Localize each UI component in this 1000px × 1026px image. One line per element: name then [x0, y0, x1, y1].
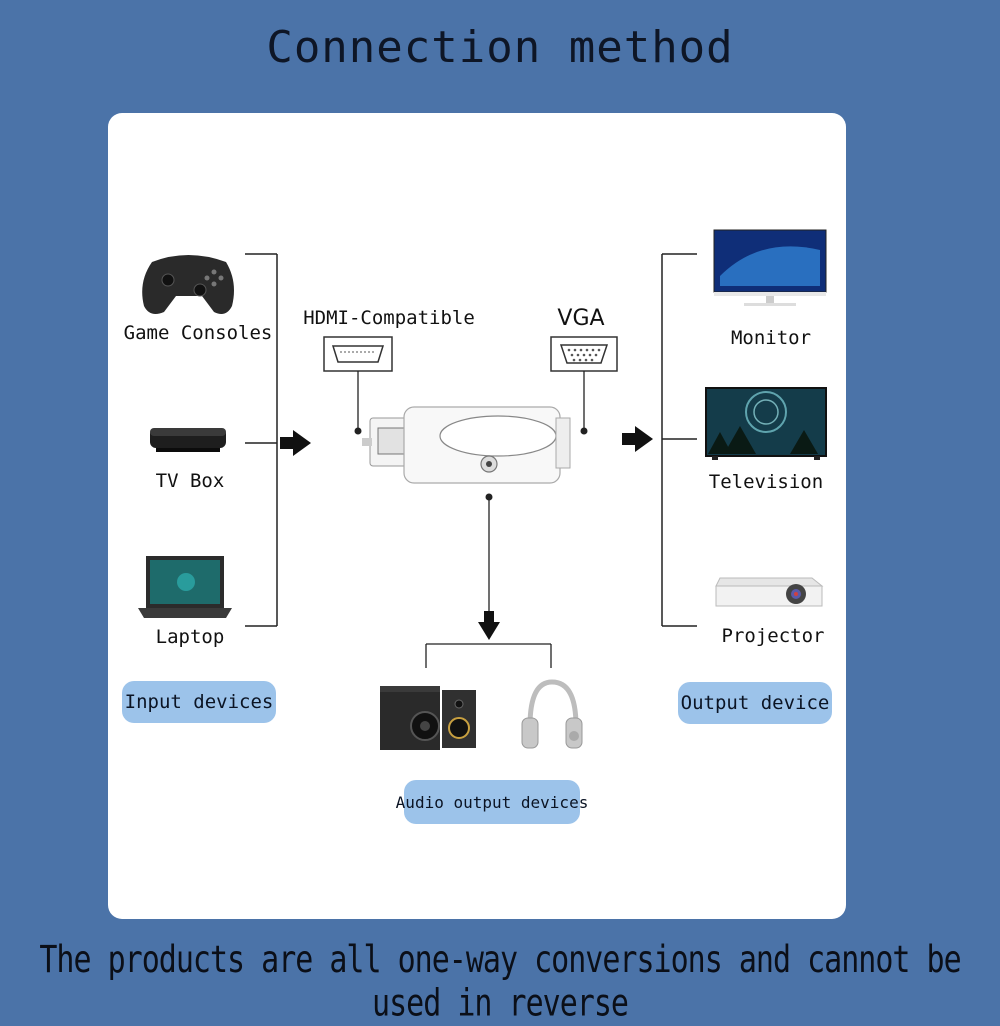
arrow-right-icon — [622, 426, 653, 452]
hdmi-port-icon — [323, 336, 393, 435]
television-label: Television — [708, 471, 824, 493]
audio-output-devices-label: Audio output devices — [396, 780, 588, 824]
speakers-icon — [380, 686, 476, 750]
page-title: Connection method — [266, 22, 734, 73]
tv-box-label: TV Box — [155, 470, 225, 492]
vga-port-icon — [550, 336, 618, 435]
monitor-icon — [713, 229, 827, 306]
hdmi-compatible-label: HDMI-Compatible — [303, 307, 475, 329]
game-consoles-label: Game Consoles — [123, 322, 273, 344]
output-device-label: Output device — [678, 682, 832, 724]
input-bracket — [245, 253, 278, 627]
game-controller-icon — [142, 255, 234, 314]
footer-note: The products are all one-way conversions… — [39, 938, 961, 1026]
tv-box-icon — [150, 428, 226, 452]
audio-connector-line — [425, 493, 552, 668]
laptop-label: Laptop — [155, 626, 225, 648]
projector-icon — [715, 577, 824, 607]
monitor-label: Monitor — [730, 327, 812, 349]
output-bracket — [661, 253, 697, 627]
connection-diagram — [138, 229, 827, 750]
hdmi-to-vga-adapter — [362, 406, 571, 484]
television-icon — [705, 387, 827, 460]
input-devices-label: Input devices — [122, 681, 276, 723]
headphones-icon — [521, 679, 583, 749]
laptop-icon — [138, 556, 232, 618]
projector-label: Projector — [721, 625, 825, 647]
vga-label: VGA — [557, 306, 605, 331]
arrow-right-icon — [280, 430, 311, 456]
